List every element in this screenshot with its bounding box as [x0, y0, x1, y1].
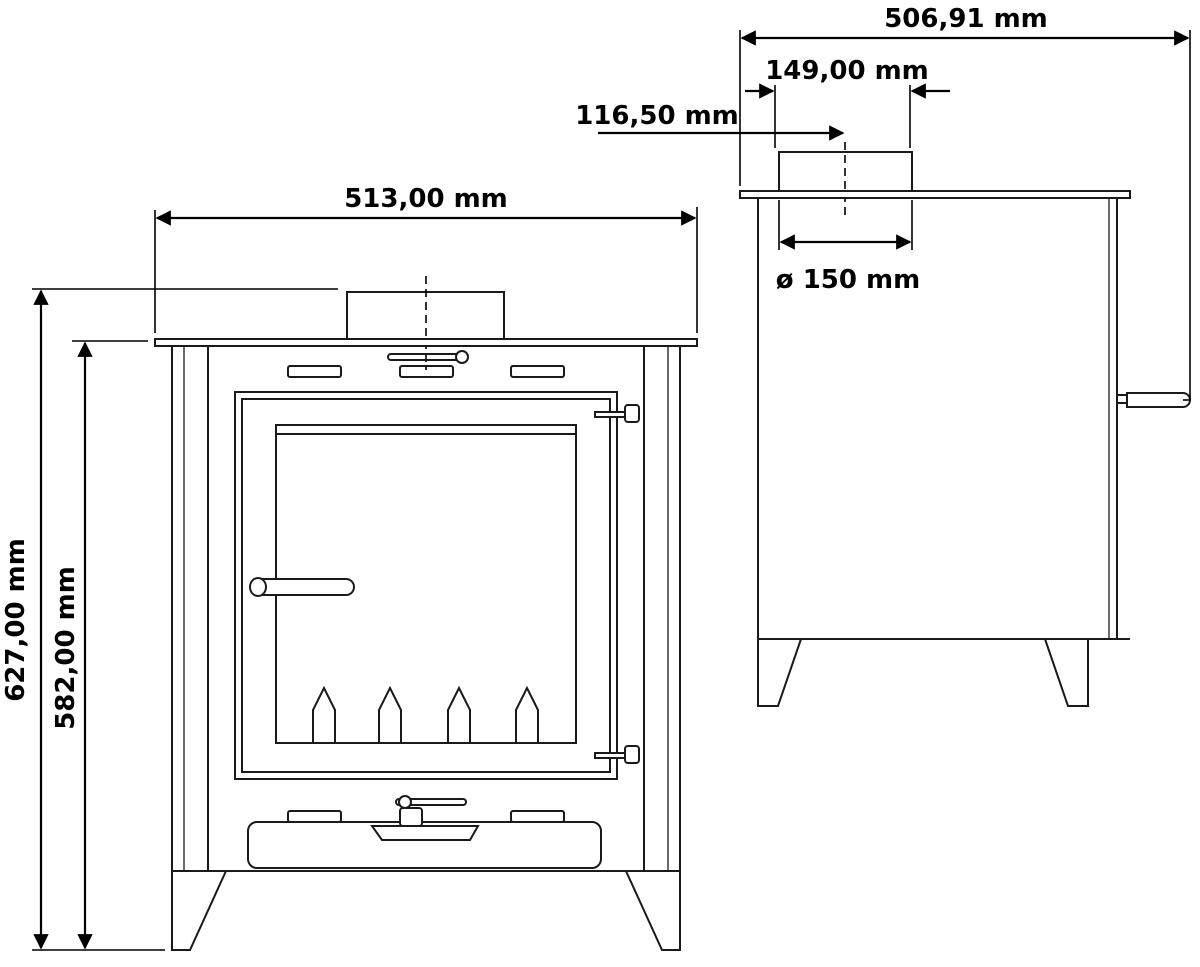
front-right-pillar	[643, 345, 681, 872]
door-hinge-top	[594, 404, 640, 423]
bottom-vent-left	[287, 810, 342, 823]
door-hinge-bottom	[594, 745, 640, 764]
flue-offset-label: 149,00 mm	[765, 56, 929, 86]
top-vent-middle	[399, 365, 454, 378]
top-vent-right	[510, 365, 565, 378]
side-top-plate	[739, 190, 1131, 199]
door-handle	[249, 577, 355, 597]
body-height-label: 582,00 mm	[51, 566, 81, 730]
front-top-plate	[154, 338, 698, 347]
bottom-vent-right	[510, 810, 565, 823]
flue-diameter-label: ø 150 mm	[776, 265, 920, 295]
side-body	[757, 197, 1118, 640]
dimension-lines	[32, 30, 1191, 951]
door-frame	[234, 391, 618, 780]
bottom-air-slider	[395, 798, 467, 806]
front-left-pillar	[171, 345, 209, 872]
front-leg-left	[171, 870, 227, 951]
side-view	[739, 142, 1191, 707]
total-height-label: 627,00 mm	[1, 538, 31, 702]
ash-pan	[247, 821, 602, 869]
side-depth-label: 506,91 mm	[884, 4, 1048, 34]
top-vent-left	[287, 365, 342, 378]
flue-center-label: 116,50 mm	[575, 101, 739, 131]
side-handle	[1116, 392, 1191, 408]
top-air-slider	[387, 353, 467, 361]
fire-bars	[312, 685, 539, 744]
front-width-label: 513,00 mm	[344, 184, 508, 214]
front-view	[154, 276, 698, 951]
front-leg-right	[625, 870, 681, 951]
ash-pan-handle	[370, 825, 480, 841]
side-leg-right	[1044, 638, 1089, 707]
side-leg-left	[757, 638, 802, 707]
